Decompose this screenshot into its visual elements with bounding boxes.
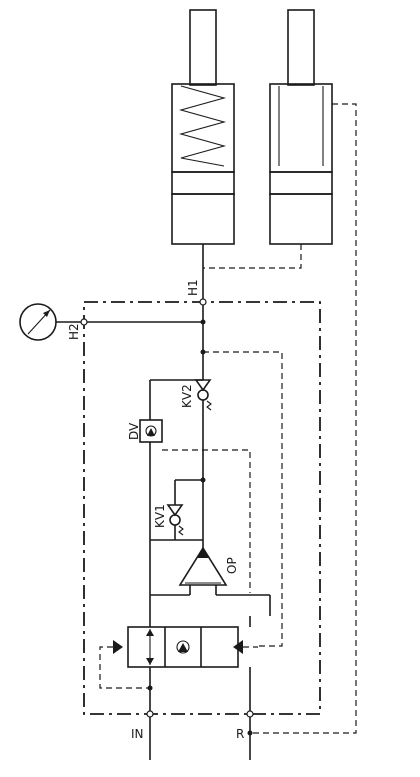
pressure-gauge — [19, 303, 84, 341]
cylinder-right — [269, 9, 333, 245]
label-kv2: KV2 — [180, 384, 194, 408]
cylinder-right-piston — [269, 171, 333, 195]
label-h1: H1 — [186, 279, 200, 296]
label-r: R — [236, 727, 244, 741]
label-h2: H2 — [67, 323, 81, 340]
cylinder-left — [171, 9, 235, 245]
directional-control-valve — [99, 626, 258, 689]
op-triangle-valve — [150, 540, 271, 616]
label-in: IN — [131, 727, 144, 741]
cylinder-right-lower-body — [269, 193, 333, 245]
valve-dv — [139, 419, 163, 443]
cylinder-left-piston — [171, 171, 235, 195]
cylinder-right-rod — [287, 9, 315, 86]
label-dv: DV — [127, 422, 141, 440]
return-line-right — [250, 103, 357, 734]
label-op: OP — [225, 557, 239, 574]
cylinder-left-rod — [189, 9, 217, 86]
right-cylinder-return-line — [203, 244, 302, 269]
label-kv1: KV1 — [153, 504, 167, 528]
cylinder-left-spring — [178, 85, 227, 167]
pilot-lines — [162, 351, 283, 647]
cylinder-left-lower-body — [171, 193, 235, 245]
check-valve-kv1-branch — [150, 450, 206, 541]
cylinder-lines — [202, 103, 357, 734]
gauge-icon — [19, 303, 57, 341]
valve-block-enclosure — [83, 301, 321, 715]
ports — [80, 298, 254, 760]
